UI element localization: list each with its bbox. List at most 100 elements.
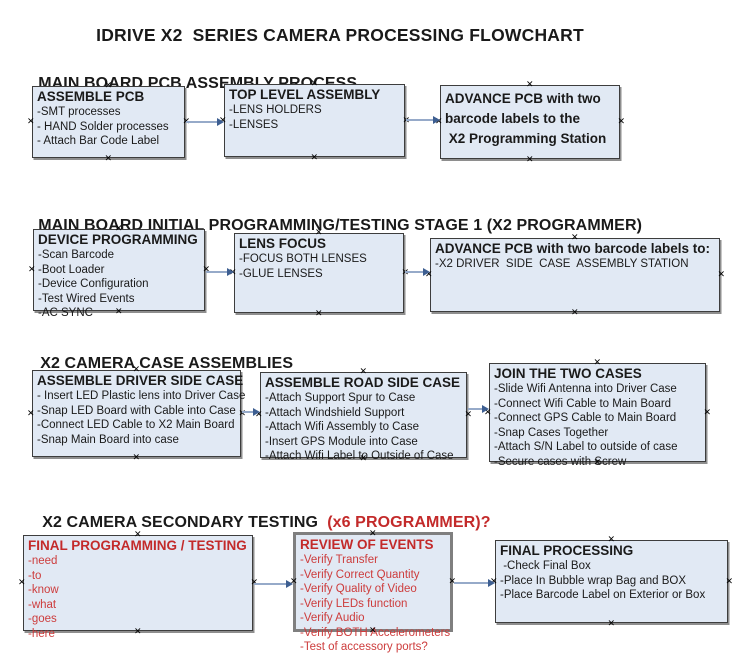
box-item: -AC SYNC [38,307,93,319]
box-item-list: -need-to-know-what-goes-here [28,554,250,641]
arrow-line [254,583,288,585]
box-item: -Slide Wifi Antenna into Driver Case [494,383,677,395]
box-heading: FINAL PROCESSING [500,543,634,558]
box-item: ADVANCE PCB with two [445,91,601,106]
anchor-mark-icon: ✕ [617,116,625,126]
connector-arrow [206,267,234,277]
connector-arrow [468,404,489,414]
box-item: -need [28,555,58,567]
box-item: -Connect GPS Cable to Main Board [494,412,677,424]
arrow-head-icon [482,405,489,413]
box-item: -Attach Support Spur to Case [265,392,416,404]
box-item: -here [28,627,55,640]
anchor-mark-icon: ✕ [526,79,534,89]
arrow-line [454,582,490,584]
arrow-line [468,408,484,410]
anchor-mark-icon: ✕ [593,457,602,467]
section-heading-secondary-testing: X2 CAMERA SECONDARY TESTING (x6 PROGRAMM… [24,496,491,550]
flow-box-assemble-driver-side-case: ASSEMBLE DRIVER SIDE CASE - Insert LED P… [27,365,246,462]
anchor-mark-icon: ✕ [238,407,246,418]
box-item: -Snap Cases Together [494,426,609,439]
box-heading: ADVANCE PCB with two barcode labels to: [435,241,711,256]
arrow-head-icon [286,580,293,588]
anchor-mark-icon: ✕ [310,78,319,88]
arrow-head-icon [433,116,440,124]
anchor-mark-icon: ✕ [607,618,616,628]
box-item-list: ADVANCE PCB with two barcode labels to th… [445,88,617,148]
box-item-list: -LENS HOLDERS-LENSES [229,103,402,132]
anchor-mark-icon: ✕ [132,452,141,462]
anchor-mark-icon: ✕ [593,357,602,367]
anchor-mark-icon: ✕ [607,534,616,544]
arrow-head-icon [217,118,224,126]
connector-arrow [254,579,293,589]
box-item: -Verify Correct Quantity [300,568,420,581]
box-item: -Verify LEDs function [300,597,408,610]
box-item-list: -Attach Support Spur to Case-Attach Wind… [265,391,464,464]
anchor-mark-icon: ✕ [18,577,26,587]
flow-box-review-of-events: REVIEW OF EVENTS -Verify Transfer-Verify… [290,528,456,654]
connector-arrow [454,578,495,588]
box-item: -Connect Wifi Cable to Main Board [494,397,672,410]
box-item: -Connect LED Cable to X2 Main Board [37,419,235,431]
section-heading-text: X2 CAMERA SECONDARY TESTING [42,514,323,531]
flow-box-final-programming-testing: FINAL PROGRAMMING / TESTING -need-to-kno… [18,530,258,640]
box-item: -Place Barcode Label on Exterior or Box [500,589,706,601]
box-item: -Attach Wifi Assembly to Case [265,421,420,433]
arrow-head-icon [253,408,260,416]
box-item: -what [28,598,57,611]
page-title: IDRIVE X2 SERIES CAMERA PROCESSING FLOWC… [96,25,584,45]
box-item: - Attach Bar Code Label [37,135,160,147]
connector-arrow [186,117,224,127]
anchor-mark-icon: ✕ [717,269,725,279]
arrow-line [406,119,435,121]
box-item: barcode labels to the [445,111,581,126]
connector-arrow [242,407,260,417]
flow-box-top-level-assembly: TOP LEVEL ASSEMBLY -LENS HOLDERS-LENSES … [219,79,410,162]
anchor-mark-icon: ✕ [315,227,323,237]
box-item: -Verify Audio [300,612,365,624]
box-item: -Snap LED Board with Cable into Case [37,404,236,417]
arrow-line [186,121,219,123]
box-heading: LENS FOCUS [239,236,327,251]
box-item: -Secure cases with Screw [494,455,627,468]
anchor-mark-icon: ✕ [359,453,368,463]
box-item: -Test of accessory ports? [300,641,428,653]
anchor-mark-icon: ✕ [104,80,113,90]
anchor-mark-icon: ✕ [369,625,377,635]
flow-box-advance-pcb-driver-side: ADVANCE PCB with two barcode labels to: … [425,233,725,317]
flow-box-assemble-road-side-case: ASSEMBLE ROAD SIDE CASE -Attach Support … [255,367,472,463]
anchor-mark-icon: ✕ [571,307,579,317]
box-item: -goes [28,613,57,625]
box-item: X2 Programming Station [445,131,607,146]
arrow-line [242,411,255,413]
box-item: -Scan Barcode [38,249,115,261]
anchor-mark-icon: ✕ [703,406,711,417]
box-item: -to [28,569,42,582]
anchor-mark-icon: ✕ [115,223,123,233]
box-item: -Verify BOTH Accelerometers [300,626,451,639]
box-heading: ASSEMBLE PCB [37,89,145,104]
box-item: -Place In Bubble wrap Bag and BOX [500,574,687,587]
box-item: -Verify Quality of Video [300,583,417,595]
arrow-line [206,271,229,273]
box-heading: TOP LEVEL ASSEMBLY [229,87,381,102]
box-heading: DEVICE PROGRAMMING [38,232,198,247]
arrow-head-icon [488,579,495,587]
flow-box-join-the-two-cases: JOIN THE TWO CASES -Slide Wifi Antenna i… [484,358,711,468]
anchor-mark-icon: ✕ [315,308,323,318]
anchor-mark-icon: ✕ [202,264,210,274]
box-item: -Boot Loader [38,263,105,276]
box-item: -GLUE LENSES [239,267,323,280]
box-item: -Device Configuration [38,278,149,290]
anchor-mark-icon: ✕ [310,152,319,162]
anchor-mark-icon: ✕ [28,264,36,274]
box-item-list: -Scan Barcode -Boot Loader -Device Configu… [38,248,202,321]
anchor-mark-icon: ✕ [134,626,142,636]
anchor-mark-icon: ✕ [369,528,377,538]
anchor-mark-icon: ✕ [290,576,298,586]
box-item: -LENSES [229,118,279,131]
flow-box-advance-pcb-programming-station: ADVANCE PCB with two barcode labels to th… [435,80,625,164]
anchor-mark-icon: ✕ [464,409,472,419]
section-heading-text: X2 CAMERA CASE ASSEMBLIES [40,355,294,372]
